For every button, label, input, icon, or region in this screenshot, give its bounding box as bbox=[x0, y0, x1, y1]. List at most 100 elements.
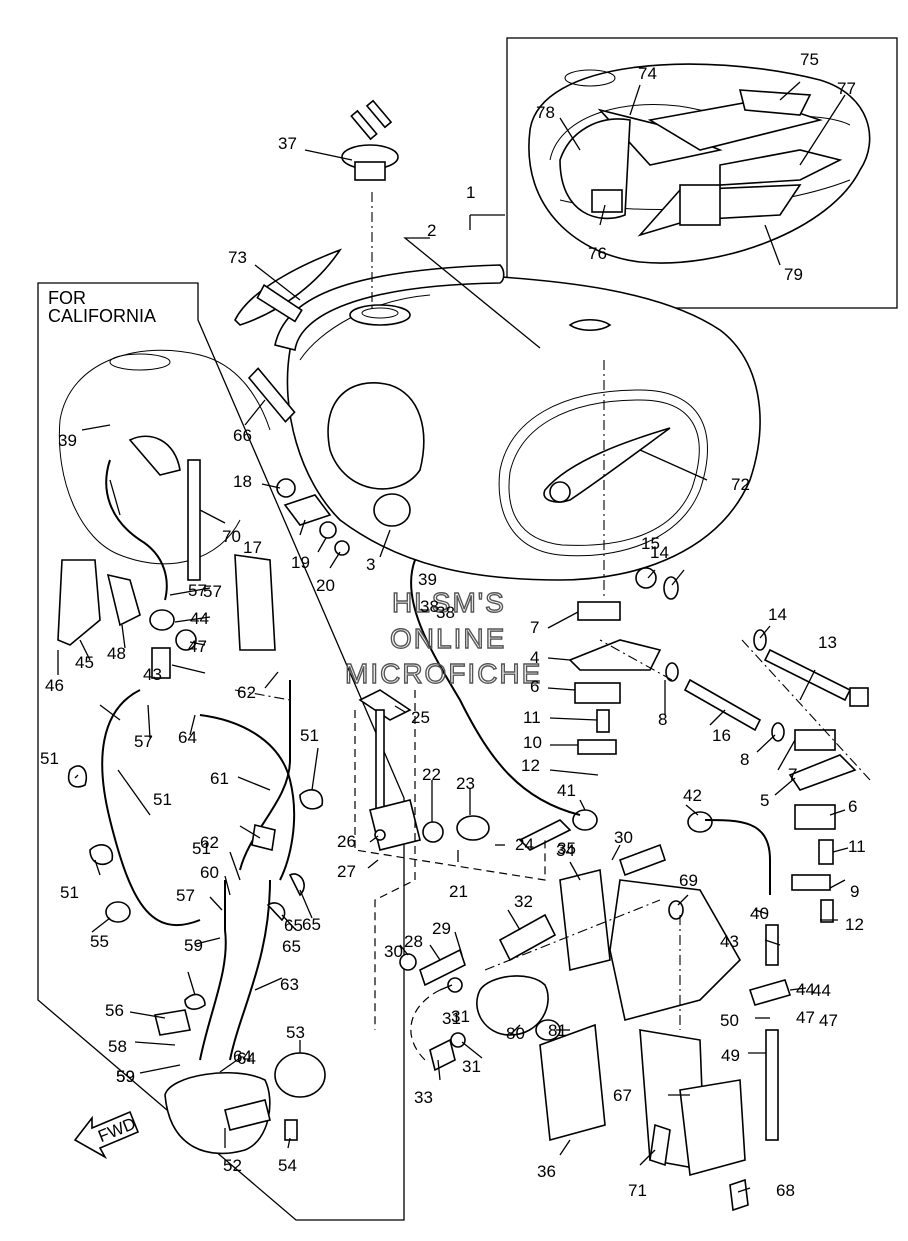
callout-37: 37 bbox=[278, 134, 297, 153]
callout-27: 27 bbox=[337, 862, 356, 881]
watermark-line1: HLSM'S bbox=[392, 587, 506, 618]
callout-76: 76 bbox=[588, 244, 607, 263]
callout-44-repeat: 44 bbox=[796, 980, 815, 999]
callout-75: 75 bbox=[800, 50, 819, 69]
callout-58: 58 bbox=[108, 1037, 127, 1056]
fwd-arrow-icon: FWD bbox=[73, 1110, 140, 1160]
callout-30-repeat: 30 bbox=[384, 942, 403, 961]
callout-48: 48 bbox=[107, 644, 126, 663]
callout-63: 63 bbox=[280, 975, 299, 994]
callout-34: 34 bbox=[556, 841, 575, 860]
callout-31-repeat: 31 bbox=[451, 1007, 470, 1026]
callout-74: 74 bbox=[638, 64, 657, 83]
callout-65-repeat: 65 bbox=[282, 937, 301, 956]
california-title-line1: FOR bbox=[48, 288, 86, 308]
callout-38: 38 bbox=[420, 597, 439, 616]
side-emblem-73 bbox=[234, 248, 343, 326]
fuel-cap bbox=[341, 99, 399, 181]
callout-72: 72 bbox=[731, 475, 750, 494]
callout-78: 78 bbox=[536, 103, 555, 122]
callout-59-repeat: 59 bbox=[184, 936, 203, 955]
callout-56: 56 bbox=[105, 1001, 124, 1020]
california-title-line2: CALIFORNIA bbox=[48, 306, 156, 326]
callout-51-repeat: 51 bbox=[300, 726, 319, 745]
callout-14: 14 bbox=[768, 605, 787, 624]
callout-6-repeat: 6 bbox=[848, 797, 857, 816]
callout-4: 4 bbox=[530, 648, 539, 667]
callout-57-repeat: 57 bbox=[188, 581, 207, 600]
callout-35: 35 bbox=[557, 839, 576, 858]
callout-20: 20 bbox=[316, 576, 335, 595]
callout-45: 45 bbox=[75, 653, 94, 672]
misc-parts bbox=[247, 283, 411, 556]
callout-51: 51 bbox=[153, 790, 172, 809]
callout-14-repeat: 14 bbox=[650, 543, 669, 562]
fuel-tank bbox=[286, 273, 761, 581]
callout-43: 43 bbox=[720, 932, 739, 951]
callout-67: 67 bbox=[613, 1086, 632, 1105]
callout-62-repeat: 62 bbox=[200, 833, 219, 852]
callout-81: 81 bbox=[548, 1021, 567, 1040]
callout-64-repeat: 64 bbox=[233, 1047, 252, 1066]
callout-69: 69 bbox=[679, 871, 698, 890]
callout-32: 32 bbox=[514, 892, 533, 911]
callout-50: 50 bbox=[720, 1011, 739, 1030]
callout-51-repeat: 51 bbox=[60, 883, 79, 902]
callout-30: 30 bbox=[614, 828, 633, 847]
callout-64-repeat: 64 bbox=[178, 728, 197, 747]
watermark: HLSM'S ONLINE MICROFICHE bbox=[344, 586, 542, 689]
callout-6: 6 bbox=[530, 677, 539, 696]
callout-36: 36 bbox=[537, 1162, 556, 1181]
callout-23: 23 bbox=[456, 774, 475, 793]
callout-73: 73 bbox=[228, 248, 247, 267]
fuel-pump-group bbox=[399, 843, 792, 1212]
callout-28: 28 bbox=[404, 932, 423, 951]
callout-51-repeat: 51 bbox=[40, 749, 59, 768]
callout-47-repeat: 47 bbox=[188, 637, 207, 656]
callout-62: 62 bbox=[237, 683, 256, 702]
callout-79: 79 bbox=[784, 265, 803, 284]
callout-40: 40 bbox=[750, 904, 769, 923]
callout-9: 9 bbox=[850, 882, 859, 901]
callout-46: 46 bbox=[45, 676, 64, 695]
callout-54: 54 bbox=[278, 1156, 297, 1175]
callout-5: 5 bbox=[760, 791, 769, 810]
callout-44-repeat: 44 bbox=[190, 609, 209, 628]
callout-59: 59 bbox=[116, 1067, 135, 1086]
routing-lines bbox=[234, 192, 871, 1061]
callout-19: 19 bbox=[291, 553, 310, 572]
callout-33: 33 bbox=[414, 1088, 433, 1107]
callout-55: 55 bbox=[90, 932, 109, 951]
callout-61: 61 bbox=[210, 769, 229, 788]
callout-57: 57 bbox=[203, 582, 222, 601]
callout-24: 24 bbox=[515, 835, 534, 854]
callout-47: 47 bbox=[819, 1011, 838, 1030]
callout-68: 68 bbox=[776, 1181, 795, 1200]
california-parts bbox=[57, 459, 326, 1155]
callout-18: 18 bbox=[233, 472, 252, 491]
callout-17: 17 bbox=[243, 538, 262, 557]
trim-strip-2 bbox=[274, 264, 505, 351]
callout-3: 3 bbox=[366, 555, 375, 574]
callout-22: 22 bbox=[422, 765, 441, 784]
callout-25: 25 bbox=[411, 708, 430, 727]
callout-65: 65 bbox=[284, 916, 303, 935]
callout-66: 66 bbox=[233, 426, 252, 445]
petcock-assembly bbox=[358, 559, 771, 895]
callout-10: 10 bbox=[523, 733, 542, 752]
callout-2: 2 bbox=[427, 221, 436, 240]
callout-39: 39 bbox=[58, 431, 77, 450]
callout-47-repeat: 47 bbox=[796, 1008, 815, 1027]
watermark-line3: MICROFICHE bbox=[345, 658, 542, 689]
callout-12: 12 bbox=[521, 756, 540, 775]
callout-16: 16 bbox=[712, 726, 731, 745]
callout-57-repeat: 57 bbox=[134, 732, 153, 751]
callout-15: 15 bbox=[641, 534, 660, 553]
callout-49: 49 bbox=[721, 1046, 740, 1065]
callout-26: 26 bbox=[337, 832, 356, 851]
callout-13: 13 bbox=[818, 633, 837, 652]
callout-8-repeat: 8 bbox=[740, 750, 749, 769]
